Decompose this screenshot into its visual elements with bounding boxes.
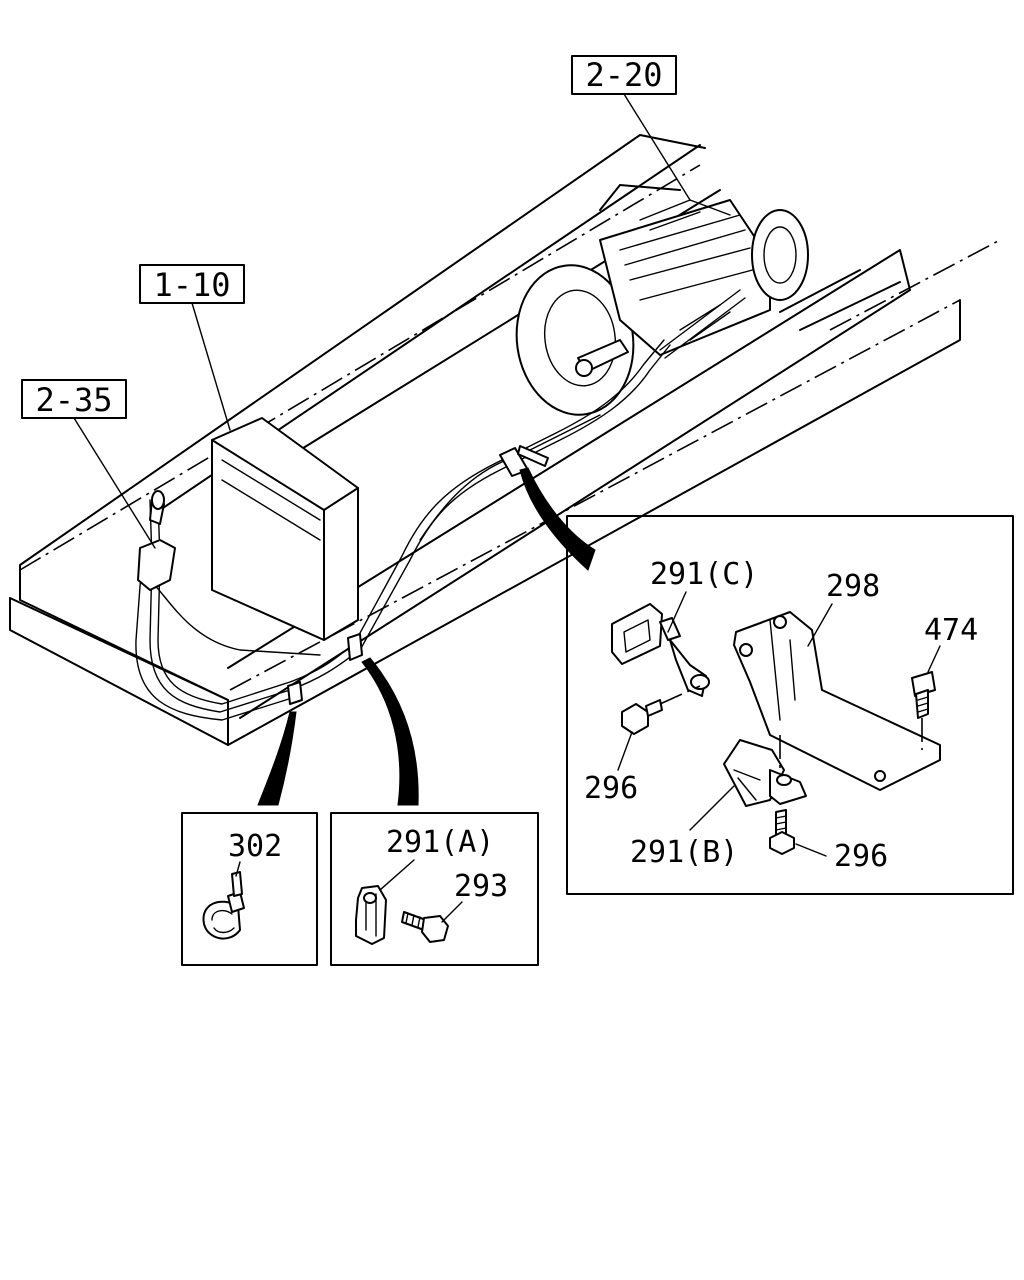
bolt-474-icon — [911, 671, 936, 750]
label-296-top: 296 — [584, 771, 638, 806]
leader-pointers — [257, 467, 596, 806]
tie-302-icon — [202, 871, 245, 940]
ref-2-20-label: 2-20 — [585, 56, 662, 94]
label-298: 298 — [826, 569, 880, 604]
label-474: 474 — [924, 613, 978, 648]
label-302: 302 — [228, 829, 282, 864]
bracket-298-icon — [733, 611, 941, 791]
ref-2-20: 2-20 — [571, 55, 691, 201]
ref-1-10-label: 1-10 — [153, 266, 230, 304]
detail-panel-right: 291(C) 298 474 296 — [566, 515, 1014, 895]
clip-291c-icon — [611, 603, 710, 697]
bolt-296-bottom-icon — [769, 809, 795, 855]
ref-2-35-label: 2-35 — [35, 381, 112, 419]
label-291b: 291(B) — [630, 835, 738, 870]
engine-assembly — [515, 184, 809, 416]
label-293: 293 — [454, 869, 508, 904]
ref-1-10: 1-10 — [139, 264, 245, 431]
ref-2-35: 2-35 — [21, 379, 156, 549]
label-291a: 291(A) — [386, 825, 494, 860]
nut-296-top-icon — [621, 685, 701, 735]
label-296-bottom: 296 — [834, 839, 888, 874]
clip-291b-icon — [723, 735, 807, 807]
detail-panel-291a: 291(A) 293 — [330, 812, 539, 966]
battery-box — [211, 417, 359, 641]
bolt-293-icon — [401, 911, 449, 943]
detail-panel-302: 302 — [181, 812, 318, 966]
clip-291a-icon — [355, 885, 387, 945]
label-291c: 291(C) — [650, 557, 758, 592]
